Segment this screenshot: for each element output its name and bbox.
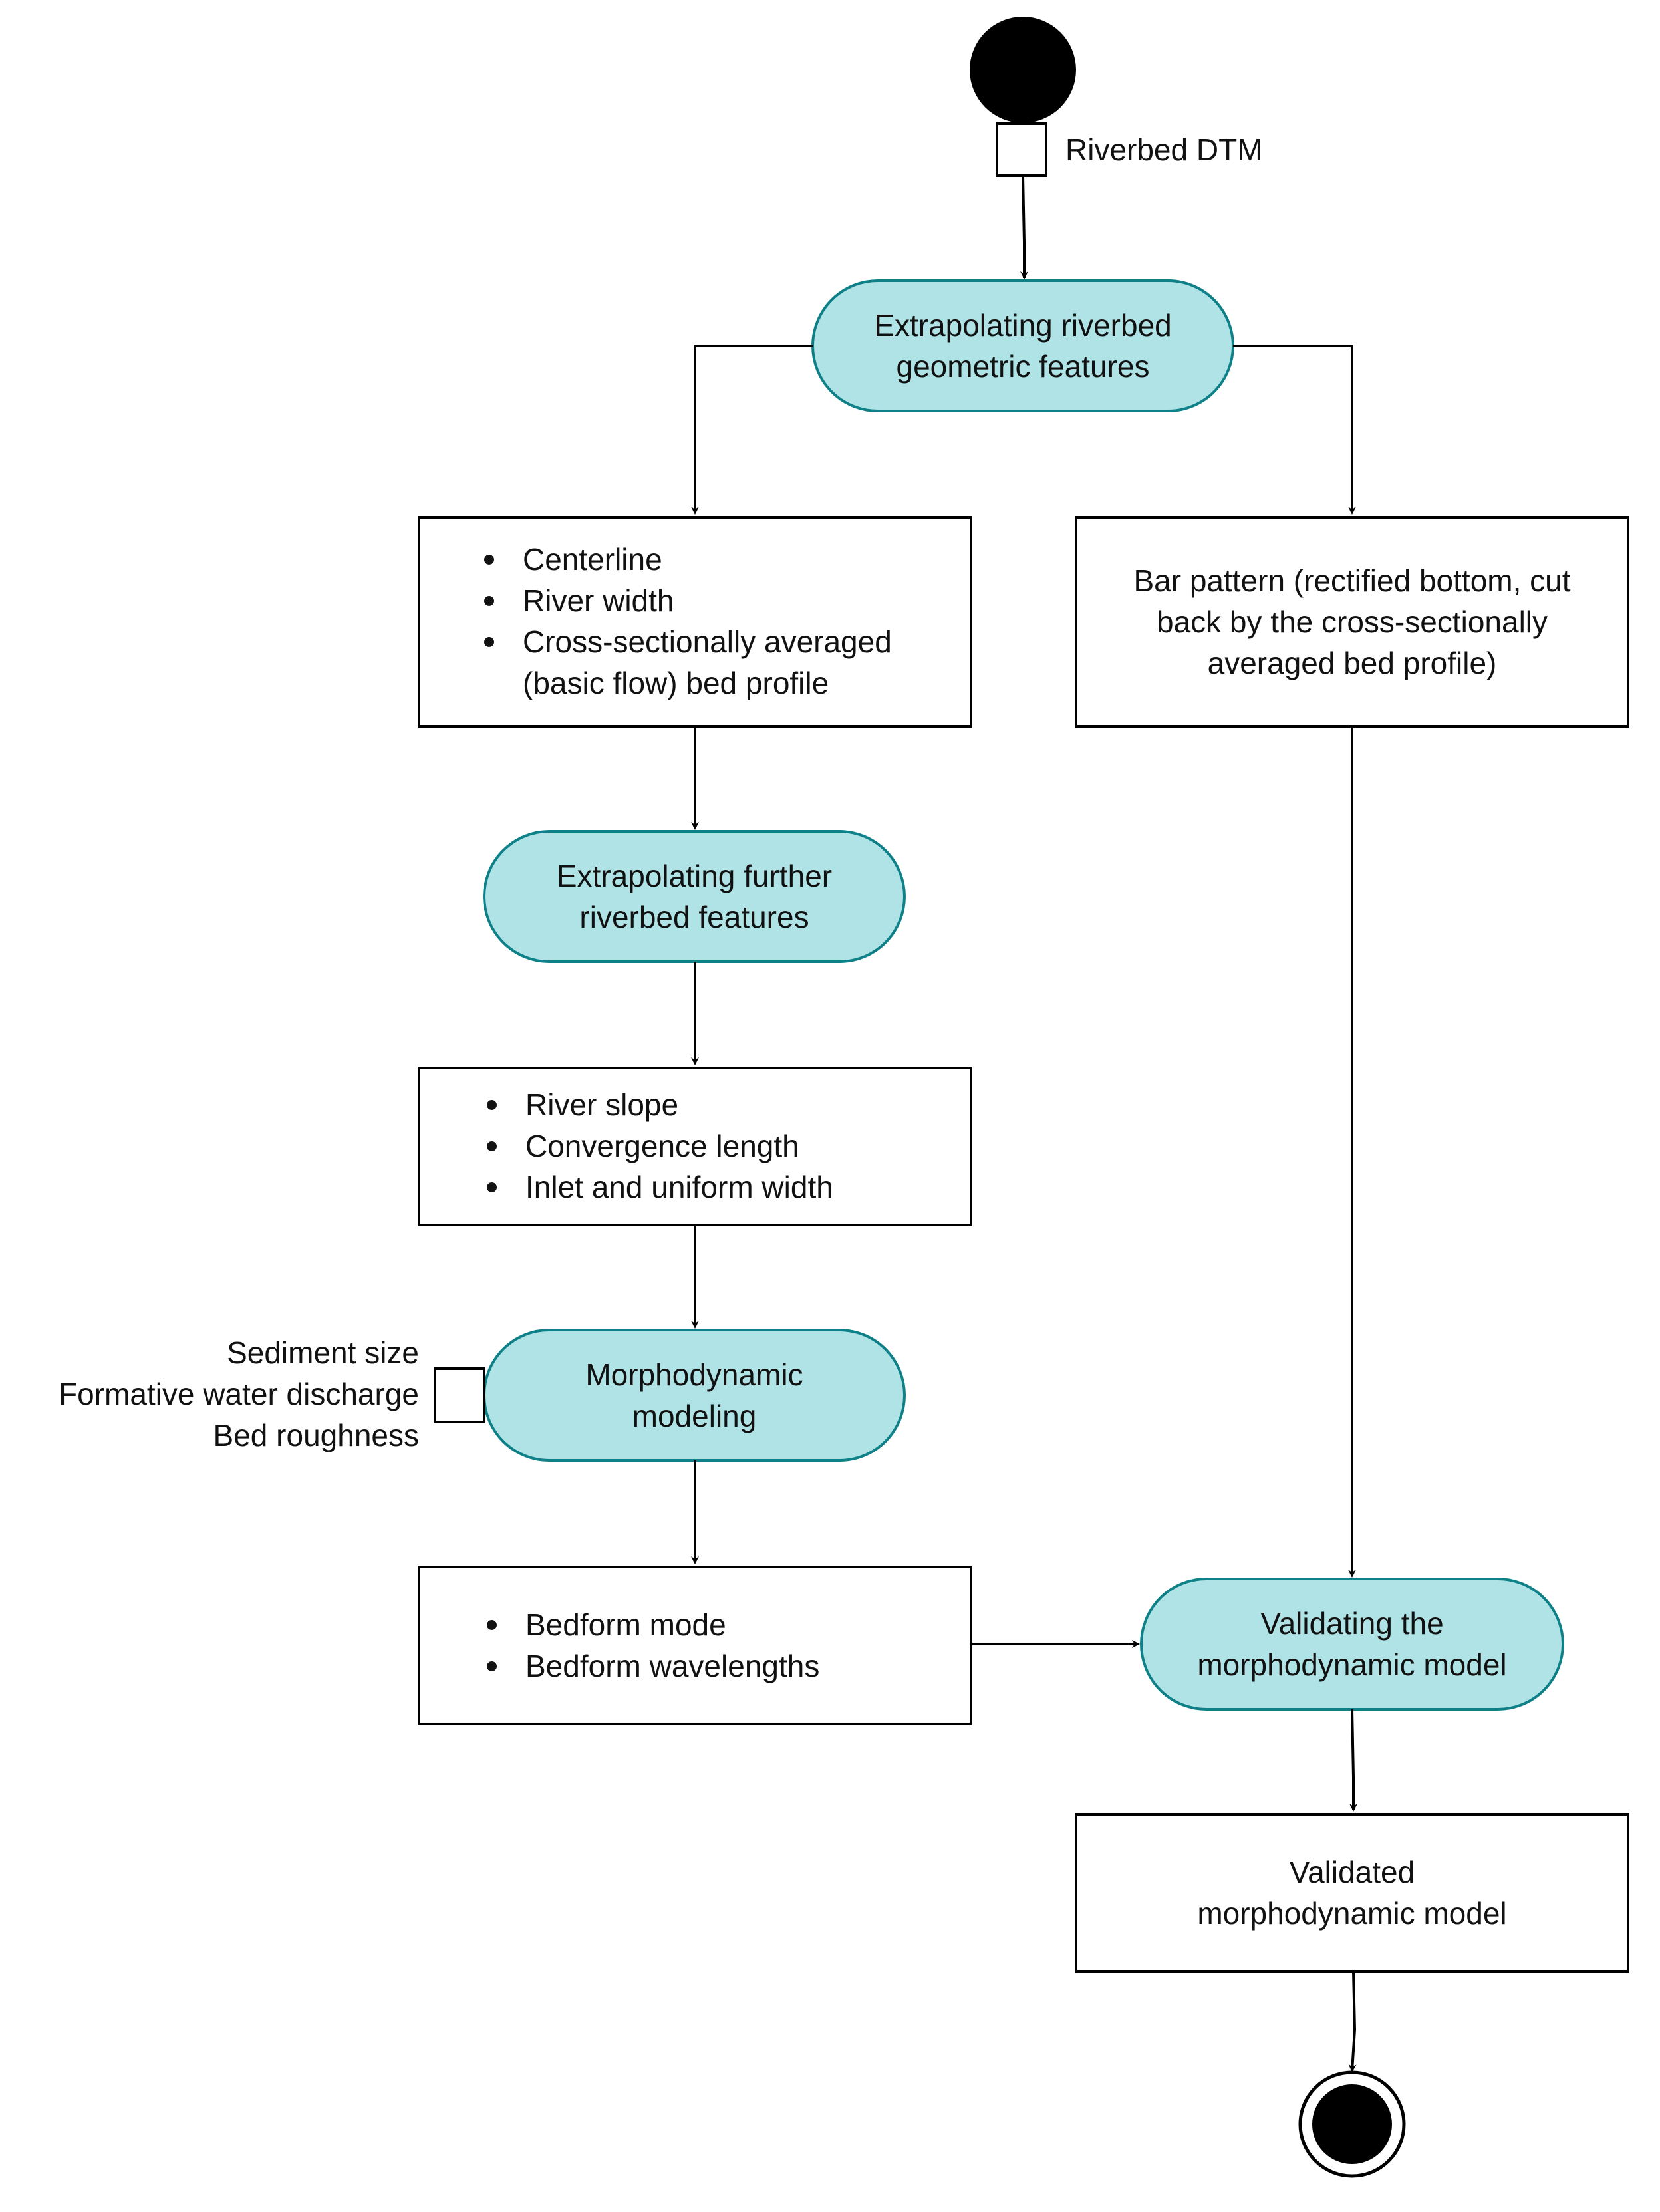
final-node bbox=[1312, 2084, 1392, 2164]
flow-activity-1-to-bar-pattern bbox=[1233, 345, 1356, 515]
activity-3-label: Morphodynamic modeling bbox=[585, 1357, 803, 1433]
list-item: River width bbox=[478, 580, 956, 621]
list-item: Centerline bbox=[478, 539, 956, 580]
list-item: Inlet and uniform width bbox=[480, 1167, 959, 1208]
bar-pattern-label: Bar pattern (rectified bottom, cut back … bbox=[1133, 563, 1571, 680]
flow-activity-4-to-validated-box bbox=[1349, 1709, 1357, 1812]
basic-features-list: Centerline River width Cross-sectionally… bbox=[478, 539, 956, 704]
list-item: Bedform wavelengths bbox=[480, 1645, 959, 1687]
list-item: River slope bbox=[480, 1084, 959, 1125]
input-pin-model-parameters bbox=[434, 1367, 485, 1423]
list-item: Bedform mode bbox=[480, 1604, 959, 1645]
box-further-features bbox=[418, 1067, 972, 1226]
flow-validated-box-to-final bbox=[1348, 1971, 1357, 2072]
further-features-list: River slope Convergence length Inlet and… bbox=[480, 1084, 959, 1208]
activity-2-label: Extrapolating further riverbed features bbox=[556, 859, 833, 934]
validated-model-label: Validated morphodynamic model bbox=[1197, 1855, 1507, 1931]
activity-4-label: Validating the morphodynamic model bbox=[1197, 1606, 1507, 1682]
input-pin-label: Riverbed DTM bbox=[1065, 132, 1263, 167]
bedform-list: Bedform mode Bedform wavelengths bbox=[480, 1604, 959, 1687]
input-pin-riverbed-dtm bbox=[996, 122, 1047, 177]
list-item: Cross-sectionally averaged(basic flow) b… bbox=[478, 621, 956, 704]
box-bedform bbox=[418, 1566, 972, 1725]
model-inputs-label: Sediment size Formative water discharge … bbox=[59, 1335, 419, 1452]
box-bar-pattern bbox=[1075, 516, 1629, 728]
initial-node bbox=[970, 17, 1076, 123]
box-basic-features bbox=[418, 516, 972, 728]
activity-1-label: Extrapolating riverbed geometric feature… bbox=[874, 308, 1172, 384]
list-item: Convergence length bbox=[480, 1125, 959, 1167]
flow-pin-to-activity-1 bbox=[1020, 175, 1028, 279]
flow-activity-1-to-basic-box bbox=[691, 345, 813, 515]
box-validated-model bbox=[1075, 1813, 1629, 1973]
